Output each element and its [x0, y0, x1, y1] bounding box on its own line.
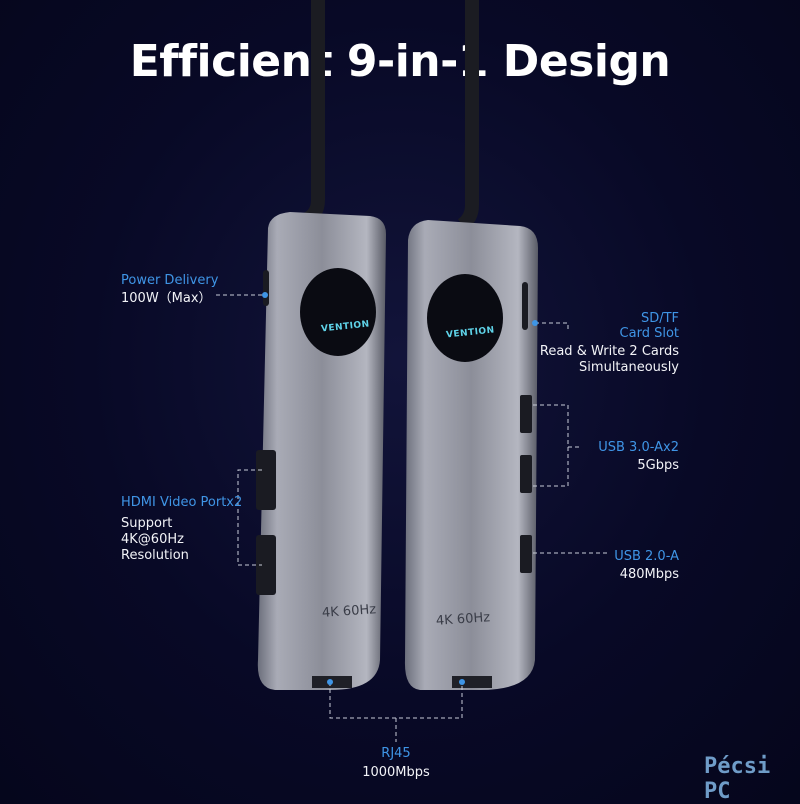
usb3-detail: 5Gbps	[637, 458, 679, 473]
sd-tf-label-1: SD/TF	[640, 311, 679, 326]
power-delivery-label: Power Delivery	[121, 273, 219, 288]
watermark: Pécsi PC	[704, 754, 771, 804]
right-dial	[427, 274, 503, 362]
hdmi-detail-3: Resolution	[121, 548, 189, 563]
left-cable	[302, 0, 325, 227]
power-delivery-detail: 100W（Max）	[121, 291, 212, 306]
rj45-detail: 1000Mbps	[362, 765, 430, 780]
page-title: Efficient 9-in-1 Design	[129, 36, 671, 87]
sd-tf-detail-1: Read & Write 2 Cards	[539, 344, 679, 359]
right-hub	[404, 220, 538, 690]
sd-tf-label-2: Card Slot	[619, 326, 679, 341]
usb2-label: USB 2.0-A	[614, 549, 679, 564]
usb2-detail: 480Mbps	[619, 567, 679, 582]
left-dial	[300, 268, 376, 356]
callout-lines	[216, 294, 608, 742]
usb3-label: USB 3.0-Ax2	[598, 440, 679, 455]
left-hub	[256, 212, 386, 690]
right-cable	[457, 0, 479, 231]
hdmi-detail-1: Support	[121, 516, 173, 531]
hdmi-label: HDMI Video Portx2	[121, 495, 243, 510]
hdmi-detail-2: 4K@60Hz	[121, 532, 184, 547]
rj45-label: RJ45	[381, 746, 411, 761]
sd-tf-detail-2: Simultaneously	[579, 360, 679, 375]
